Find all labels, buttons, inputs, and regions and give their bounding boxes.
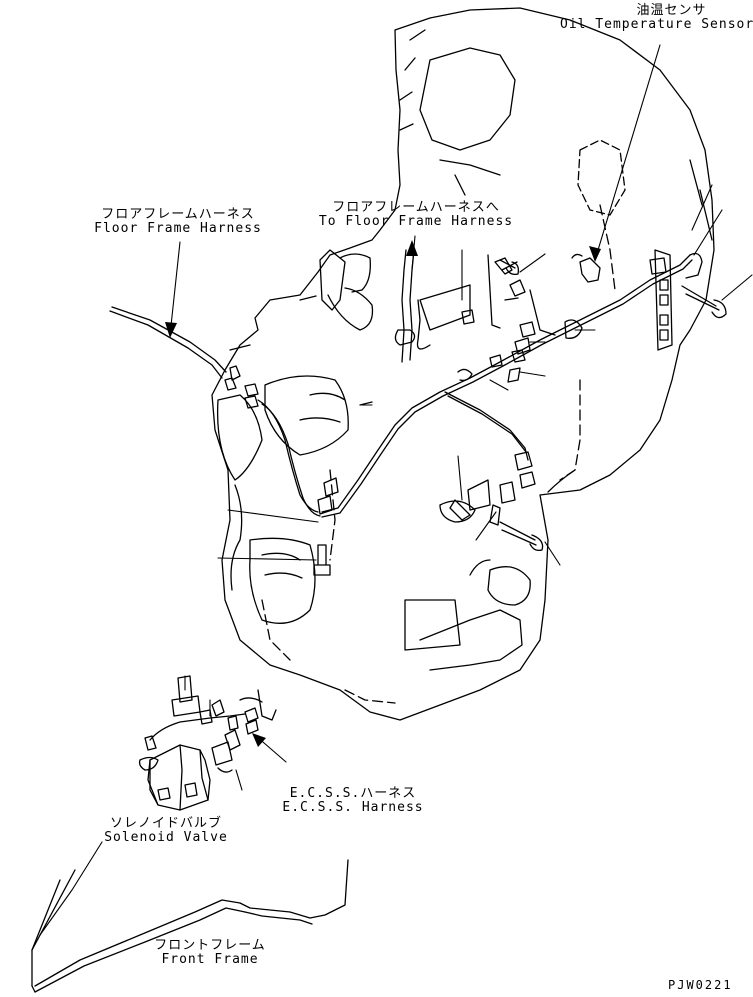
label-to-floor-frame-harness-jp: フロアフレームハーネスへ [332, 200, 500, 215]
label-oil-temperature-sensor-en: Oil Temperature Sensor [560, 17, 753, 32]
floor-frame-harness [109, 306, 321, 517]
solenoid-valve-group [138, 675, 277, 811]
bolts [313, 259, 727, 576]
label-to-floor-frame-harness-en: To Floor Frame Harness [318, 214, 514, 229]
transmission-housing [211, 7, 715, 721]
main-harness [321, 249, 703, 518]
label-oil-temperature-sensor-jp: 油温センサ [636, 3, 707, 18]
label-solenoid-valve-en: Solenoid Valve [104, 830, 228, 845]
label-solenoid-valve-jp: ソレノイドバルブ [109, 816, 222, 831]
label-floor-frame-harness-jp: フロアフレームハーネス [101, 207, 255, 222]
label-ecss-harness-jp: E.C.S.S.ハーネス [289, 786, 417, 801]
label-front-frame: フロントフレーム Front Frame [150, 939, 270, 967]
label-oil-temperature-sensor: 油温センサ Oil Temperature Sensor [560, 4, 753, 32]
oil-temperature-sensor [571, 253, 601, 283]
arrow-heads [165, 240, 601, 747]
label-to-floor-frame-harness: フロアフレームハーネスへ To Floor Frame Harness [316, 201, 516, 229]
drawing-reference-number: PJW0221 [668, 978, 733, 992]
label-solenoid-valve: ソレノイドバルブ Solenoid Valve [96, 817, 236, 845]
label-front-frame-en: Front Frame [161, 952, 259, 967]
label-ecss-harness: E.C.S.S.ハーネス E.C.S.S. Harness [268, 787, 438, 815]
label-front-frame-jp: フロントフレーム [154, 938, 266, 953]
label-ecss-harness-en: E.C.S.S. Harness [282, 800, 424, 815]
label-floor-frame-harness-en: Floor Frame Harness [94, 221, 262, 236]
label-floor-frame-harness: フロアフレームハーネス Floor Frame Harness [88, 208, 268, 236]
front-frame [31, 859, 349, 993]
